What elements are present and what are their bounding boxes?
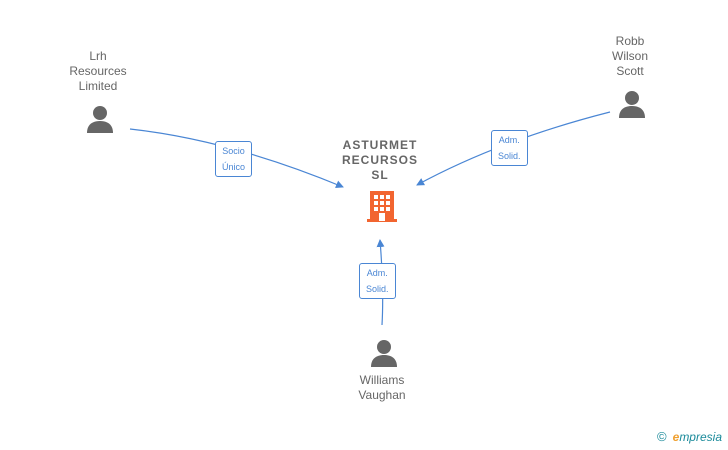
edge-tag-line-1: Socio: [222, 146, 245, 156]
edge-tag-line-2: Solid.: [366, 284, 389, 294]
brand-initial: e: [672, 429, 680, 444]
node-lrh-label[interactable]: Lrh Resources Limited: [69, 49, 126, 94]
edge-tag-adm-solid-williams[interactable]: Adm. Solid.: [359, 263, 396, 299]
company-name-line-1: ASTURMET: [342, 138, 418, 152]
person-icon[interactable]: [85, 104, 115, 134]
node-lrh-line-3: Limited: [78, 79, 118, 93]
edge-tag-line-1: Adm.: [366, 268, 388, 278]
copyright-icon: ©: [657, 429, 667, 444]
company-name-line-3: SL: [371, 168, 389, 182]
node-williams-label[interactable]: Williams Vaughan: [358, 373, 405, 403]
edge-tag-line-2: Único: [222, 162, 246, 172]
brand-logo: empresia: [673, 430, 722, 444]
node-lrh-line-1: Lrh: [89, 49, 107, 63]
person-icon[interactable]: [369, 338, 399, 368]
edge-tag-adm-solid-robb[interactable]: Adm. Solid.: [491, 130, 528, 166]
edge-tag-line-2: Solid.: [498, 151, 521, 161]
edge-tag-line-1: Adm.: [498, 135, 520, 145]
node-robb-line-3: Scott: [616, 64, 644, 78]
edge-tag-socio-unico[interactable]: Socio Único: [215, 141, 253, 177]
node-robb-line-1: Robb: [615, 34, 645, 48]
brand-rest: mpresia: [679, 429, 722, 444]
node-robb-line-2: Wilson: [611, 49, 649, 63]
node-robb-label[interactable]: Robb Wilson Scott: [612, 34, 648, 79]
node-williams-line-2: Vaughan: [358, 388, 406, 402]
person-icon[interactable]: [617, 89, 647, 119]
footer-watermark: © empresia: [657, 429, 722, 444]
company-name-line-2: RECURSOS: [341, 153, 419, 167]
company-name[interactable]: ASTURMET RECURSOS SL: [342, 138, 418, 183]
node-williams-line-1: Williams: [359, 373, 405, 387]
building-icon[interactable]: [365, 189, 399, 223]
node-lrh-line-2: Resources: [69, 64, 127, 78]
